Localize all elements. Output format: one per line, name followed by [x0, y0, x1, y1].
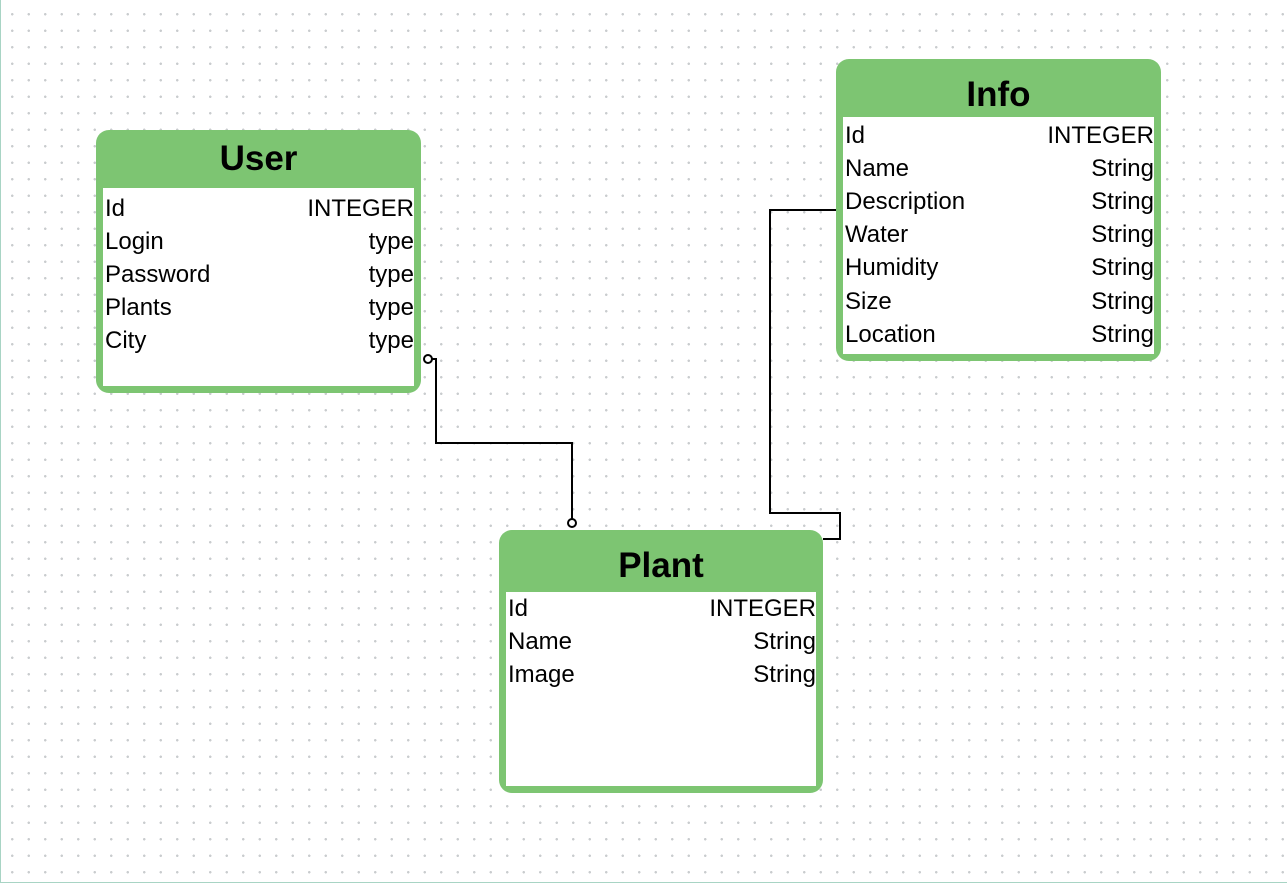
field-row[interactable]: Password type — [105, 258, 414, 291]
field-name: Image — [508, 660, 575, 688]
entity-fields: Id INTEGER Name String Description Strin… — [843, 117, 1154, 354]
field-row[interactable]: Name String — [508, 625, 816, 658]
info-entity[interactable]: Info Id INTEGER Name String Description … — [836, 59, 1161, 361]
field-type: INTEGER — [709, 594, 816, 622]
field-row[interactable]: Water String — [845, 219, 1154, 252]
field-type: INTEGER — [307, 194, 414, 222]
field-row[interactable]: Name String — [845, 152, 1154, 185]
field-type: String — [1091, 187, 1154, 215]
field-type: String — [753, 660, 816, 688]
field-name: Plants — [105, 294, 172, 322]
plant-end-marker — [567, 518, 577, 528]
field-row[interactable]: Id INTEGER — [105, 192, 414, 225]
field-type: String — [1091, 221, 1154, 249]
field-name: Name — [845, 154, 910, 182]
field-type: INTEGER — [1047, 121, 1154, 149]
user-plant-relationship-line[interactable] — [432, 358, 573, 519]
field-name: Id — [105, 194, 126, 222]
field-type: String — [1091, 287, 1154, 315]
field-row[interactable]: Plants type — [105, 292, 414, 325]
field-row[interactable]: Id INTEGER — [845, 119, 1154, 152]
plant-entity[interactable]: Plant Id INTEGER Name String Image Strin… — [499, 530, 823, 793]
field-name: Id — [508, 594, 529, 622]
field-name: Login — [105, 227, 164, 255]
field-name: Name — [508, 627, 573, 655]
field-name: Humidity — [845, 254, 939, 282]
user-end-marker — [423, 354, 433, 364]
field-type: String — [1091, 320, 1154, 348]
entity-fields: Id INTEGER Login type Password type Plan… — [103, 188, 414, 386]
field-row[interactable]: Description String — [845, 185, 1154, 218]
field-name: Password — [105, 260, 211, 288]
field-row[interactable]: Image String — [508, 658, 816, 691]
field-name: Description — [845, 187, 966, 215]
field-type: type — [368, 227, 414, 255]
field-row[interactable]: Humidity String — [845, 252, 1154, 285]
entity-title: Info — [966, 75, 1031, 114]
field-type: type — [368, 260, 414, 288]
field-row[interactable]: Login type — [105, 225, 414, 258]
field-row[interactable]: Location String — [845, 318, 1154, 351]
field-name: Location — [845, 320, 936, 348]
field-row[interactable]: Size String — [845, 285, 1154, 318]
field-type: type — [368, 327, 414, 355]
entity-fields: Id INTEGER Name String Image String — [506, 592, 816, 786]
field-name: Size — [845, 287, 892, 315]
entity-title: User — [219, 139, 298, 178]
info-plant-relationship-line[interactable] — [769, 209, 841, 540]
field-type: String — [1091, 254, 1154, 282]
entity-title: Plant — [618, 546, 704, 585]
field-name: City — [105, 327, 147, 355]
field-type: String — [1091, 154, 1154, 182]
field-type: String — [753, 627, 816, 655]
user-entity[interactable]: User Id INTEGER Login type Password type… — [96, 130, 421, 393]
field-name: Id — [845, 121, 866, 149]
field-row[interactable]: Id INTEGER — [508, 592, 816, 625]
field-type: type — [368, 294, 414, 322]
field-name: Water — [845, 221, 909, 249]
field-row[interactable]: City type — [105, 325, 414, 358]
